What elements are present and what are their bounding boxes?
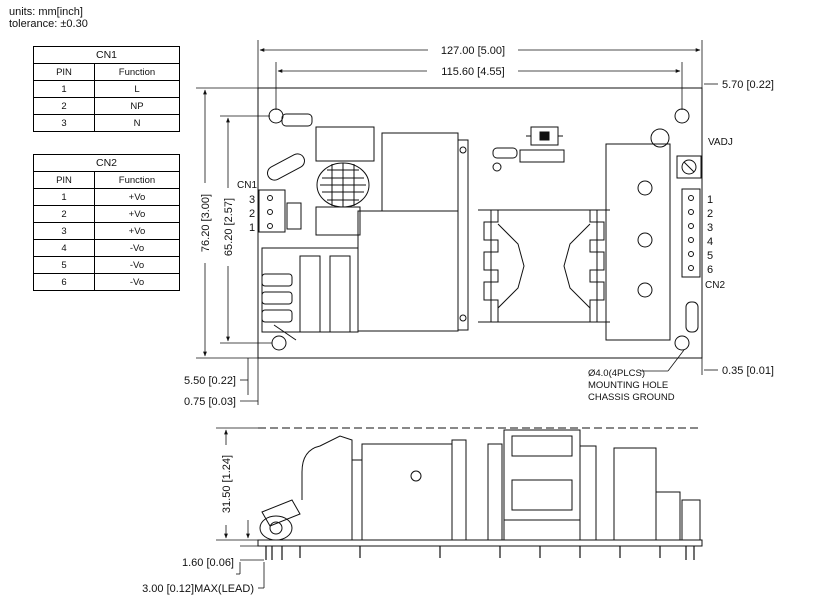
side-view: [257, 427, 703, 560]
pcb-outline: [257, 87, 703, 359]
cap-y1: [315, 206, 361, 236]
dim-right-offset: 5.70 [0.22]: [722, 79, 774, 91]
screw-2: [459, 314, 467, 322]
fuse: [281, 113, 313, 127]
side-view-dimensions: [216, 427, 265, 589]
cap-x1: [315, 126, 375, 162]
tolerance-note: tolerance: ±0.30: [9, 18, 88, 30]
output-capacitor-bank: [605, 128, 671, 341]
vadj-potentiometer: [676, 155, 702, 179]
cn2-pin-5: 5: [707, 250, 713, 262]
side-leads: [265, 546, 695, 560]
cn2-pin-1: 1: [707, 194, 713, 206]
table-row: 6-Vo: [33, 273, 180, 291]
screw-1: [459, 146, 467, 154]
component-labels: CN1 3 2 1 VADJ 1 2 3 4 5 6 CN2 Ø4.0(4PLC…: [237, 137, 733, 403]
cn2-connector: [681, 188, 701, 278]
bulk-capacitor: [357, 210, 459, 332]
cn2-pin-4: 4: [707, 236, 713, 248]
top-view: [257, 87, 703, 359]
cn1-pin-3: 3: [249, 194, 255, 206]
resistor-1: [492, 147, 518, 159]
dim-bottom-offset: 5.50 [0.22]: [184, 375, 236, 387]
filter-inductor: [261, 247, 359, 341]
dimension-labels: 127.00 [5.00] 115.60 [4.55] 5.70 [0.22] …: [142, 45, 774, 595]
dim-overall-width: 76.20 [3.00]: [200, 194, 212, 252]
dim-height: 31.50 [1.24]: [221, 455, 233, 513]
dim-hole-spacing-y: 65.20 [2.57]: [223, 198, 235, 256]
function-cell: -Vo: [94, 273, 180, 291]
dim-lead-length: 3.00 [0.12]MAX(LEAD): [142, 583, 254, 595]
dim-right-bottom-offset: 0.35 [0.01]: [722, 365, 774, 377]
varistor: [267, 153, 305, 181]
top-view-dimensions: [196, 40, 718, 405]
mounting-hole-top-left: [268, 108, 284, 124]
mounting-hole-top-right: [674, 108, 690, 124]
cn2-pin-3: 3: [707, 222, 713, 234]
dim-overall-length: 127.00 [5.00]: [441, 45, 505, 57]
output-fuse: [685, 301, 699, 333]
cn2-pin-2: 2: [707, 208, 713, 220]
common-mode-choke: [316, 162, 370, 208]
led: [492, 162, 502, 172]
cn1-label: CN1: [237, 180, 257, 191]
cn2-table-title: CN2: [33, 154, 180, 172]
mounting-hole-spec: Ø4.0(4PLCS): [588, 368, 645, 379]
cn1-connector: [258, 189, 302, 233]
dim-left-offset: 0.75 [0.03]: [184, 396, 236, 408]
units-note: units: mm[inch]: [9, 6, 83, 18]
dim-pcb-thickness: 1.60 [0.06]: [182, 557, 234, 569]
heatsink-block: [381, 132, 459, 212]
table-row: 2+Vo: [33, 205, 180, 223]
optocoupler: [526, 126, 563, 146]
side-components: [259, 429, 701, 541]
chassis-ground-label: CHASSIS GROUND: [588, 392, 675, 403]
resistor-2: [519, 149, 565, 163]
cn1-pin-2: 2: [249, 208, 255, 220]
main-transformer: [478, 209, 610, 323]
cn1-pin-1: 1: [249, 222, 255, 234]
vadj-label: VADJ: [708, 137, 733, 148]
mounting-hole-bottom-left: [271, 335, 287, 351]
cn2-label: CN2: [705, 280, 725, 291]
dim-hole-spacing-x: 115.60 [4.55]: [441, 66, 504, 78]
pcb-edge: [257, 539, 703, 547]
heatsink-bar: [457, 139, 469, 331]
mounting-hole-label: MOUNTING HOLE: [588, 380, 668, 391]
function-cell: N: [94, 114, 180, 132]
mounting-hole-bottom-right: [674, 335, 690, 351]
cn2-pin-6: 6: [707, 264, 713, 276]
